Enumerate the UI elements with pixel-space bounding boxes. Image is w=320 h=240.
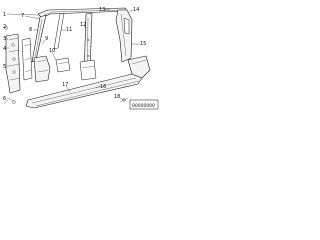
wheel-arch-part (127, 55, 151, 79)
callout-label: 17 (62, 82, 68, 88)
callout-label: 16 (100, 84, 106, 90)
a-pillar-part (31, 14, 47, 63)
callout-label: 8 (29, 27, 32, 33)
hinge-pillar-part (5, 33, 21, 94)
windshield-frame-part (53, 12, 65, 50)
callout-label: 18 (114, 94, 120, 100)
callout-label: 2 (3, 24, 6, 30)
b-pillar-lower-part (79, 59, 97, 81)
callout-label: 5 (3, 64, 6, 70)
leader-lines (4, 8, 140, 102)
c-pillar-part (115, 9, 133, 63)
parts-diagram: 1 2 3 4 5 6 7 8 9 10 11 12 13 14 15 16 1… (3, 7, 159, 110)
rocker-panel-part (25, 73, 143, 109)
reference-stamp: 00000000 (129, 99, 159, 110)
reference-code: 00000000 (132, 103, 155, 109)
callout-label: 11 (66, 27, 72, 33)
callout-label: 1 (3, 12, 6, 18)
callout-label: 10 (49, 48, 55, 54)
callout-label: 6 (3, 96, 6, 102)
callout-labels: 1 2 3 4 5 6 7 8 9 10 11 12 13 14 15 16 1… (3, 7, 146, 102)
callout-label: 12 (80, 22, 86, 28)
callout-label: 3 (3, 36, 6, 42)
callout-label: 15 (140, 41, 146, 47)
callout-label: 4 (3, 46, 6, 52)
callout-label: 9 (45, 36, 48, 42)
callout-label: 7 (21, 13, 24, 19)
center-bracket-part (55, 57, 71, 73)
callout-label: 14 (133, 7, 139, 13)
roof-rail-part (37, 7, 128, 19)
fastener-group (3, 26, 129, 105)
hinge-reinforcement-part (21, 37, 33, 81)
callout-label: 13 (99, 7, 105, 13)
a-pillar-lower-part (33, 55, 51, 83)
